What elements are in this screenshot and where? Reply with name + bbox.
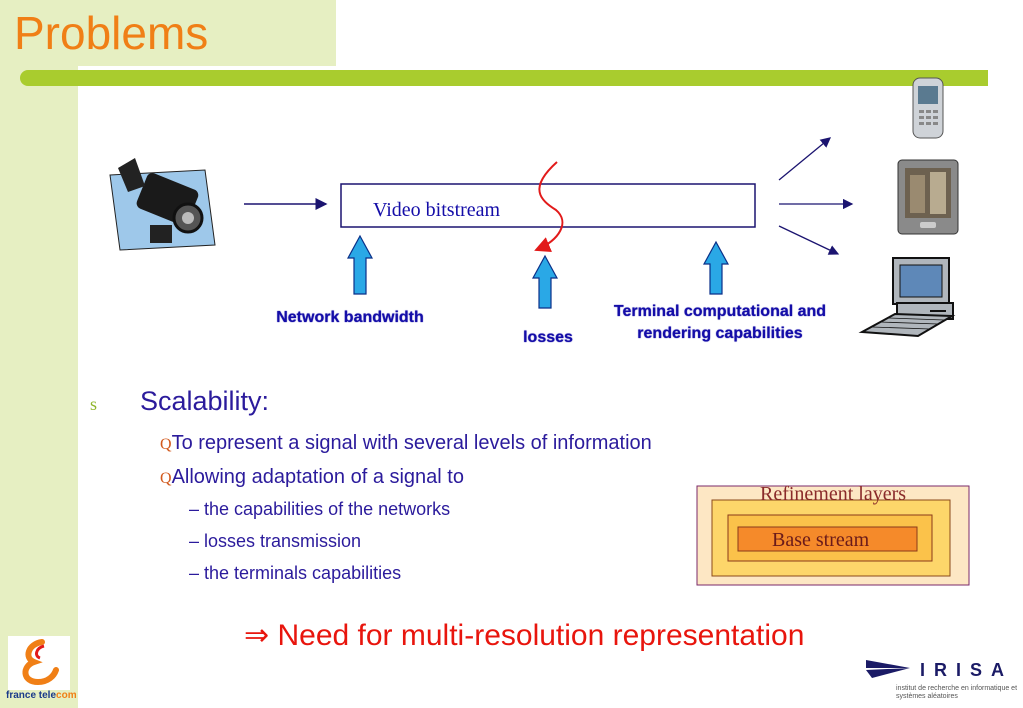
sub-item: QAllowing adaptation of a signal to [160,466,464,489]
dash-item: – losses transmission [189,531,362,551]
france-telecom-text: france tele [6,690,57,701]
irisa-subtitle: institut de recherche en informatique et… [896,685,1018,700]
base-stream-label: Base stream [772,529,870,551]
france-telecom-logo [8,636,70,690]
to-phone-arrow [778,137,832,181]
bandwidth-arrow [346,234,374,295]
left-decor-strip [0,0,78,708]
conclusion-text: Need for multi-resolution representation [277,619,805,652]
desktop-computer-icon [858,257,956,338]
dash-item-text: the capabilities of the networks [204,499,451,519]
irisa-wordmark: IRISA [920,660,1014,680]
sub-bullet-glyph: Q [160,470,172,487]
dash-item-text: the terminals capabilities [204,563,402,583]
mobile-phone-icon [912,77,944,139]
network-bandwidth-label: Network bandwidth [276,309,424,326]
conclusion: ⇒ Need for multi-resolution representati… [244,618,804,653]
main-bullet-glyph: s [90,394,98,414]
layer-diagram [696,485,970,586]
sub-item-text: Allowing adaptation of a signal to [171,466,464,488]
scalability-heading: Scalability: [140,386,270,416]
france-telecom-text-accent: com [56,690,77,701]
page-title: Problems [14,7,209,59]
refinement-layers-label: Refinement layers [760,483,907,505]
loss-squiggle-arrow [534,161,564,252]
title-underline-bar [20,70,988,86]
video-camera-icon [109,158,216,251]
sub-item-text: To represent a signal with several level… [171,432,652,454]
dash-item: – the terminals capabilities [189,563,402,583]
irisa-logo-mark [866,660,910,678]
sub-item: QTo represent a signal with several leve… [160,432,652,455]
dash-item-text: losses transmission [204,531,362,551]
pda-icon [897,159,959,235]
terminal-capabilities-label: Terminal computational and rendering cap… [613,303,827,342]
terminal-arrow [702,240,730,295]
implies-arrow-icon: ⇒ [244,619,270,652]
losses-arrow [531,254,559,309]
title-background [0,0,336,66]
bitstream-label: Video bitstream [373,199,501,221]
losses-label: losses [523,329,573,346]
sub-bullet-glyph: Q [160,436,172,453]
dash-item: – the capabilities of the networks [189,499,451,519]
france-telecom-wordmark: france telecom [6,690,77,701]
to-computer-arrow [778,225,840,255]
